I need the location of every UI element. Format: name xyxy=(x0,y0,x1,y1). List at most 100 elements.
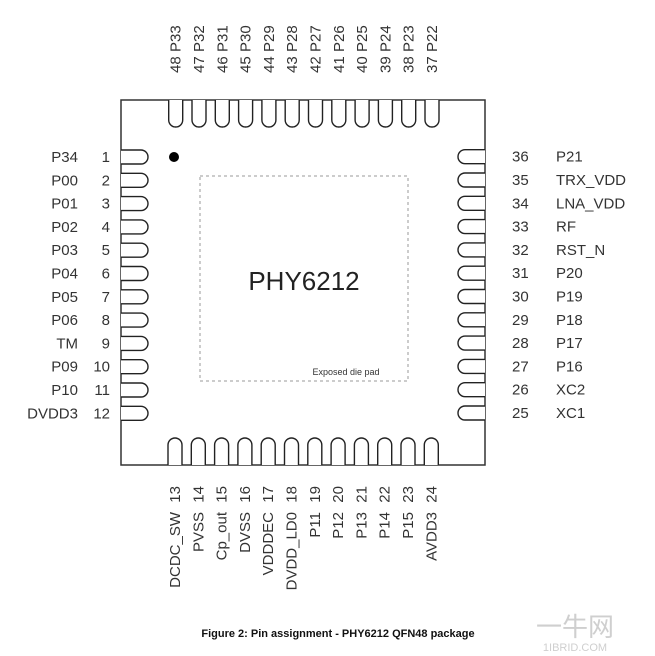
pin-pad xyxy=(283,437,300,465)
pin-pad xyxy=(237,100,254,128)
pin-number: 31 xyxy=(512,265,529,282)
pin-pad xyxy=(260,437,276,465)
pin-number: 3 xyxy=(102,196,110,213)
pin-number: 20 xyxy=(330,486,347,503)
pin-number: 29 xyxy=(512,312,529,329)
pin-name: RF xyxy=(556,219,576,236)
pin-number: 14 xyxy=(190,486,207,503)
pin-pad xyxy=(457,358,485,375)
pin-number: 18 xyxy=(284,486,301,503)
pin-number: 44 xyxy=(261,56,278,73)
pin-pad xyxy=(457,265,485,281)
pin-number: 23 xyxy=(400,486,417,503)
pin-pad xyxy=(121,172,149,188)
pin-number: 27 xyxy=(512,358,529,375)
pin-pad xyxy=(400,437,416,465)
pin-number: 30 xyxy=(512,289,529,306)
pin-pad xyxy=(213,437,230,465)
die-pad-label: Exposed die pad xyxy=(312,367,379,377)
pin-name: LNA_VDD xyxy=(556,195,625,212)
pin-number: 12 xyxy=(93,405,110,422)
pin-name: TRX_VDD xyxy=(556,172,626,189)
pin-name: P04 xyxy=(51,266,78,283)
pin-number: 38 xyxy=(401,56,418,73)
pin-name: P10 xyxy=(51,382,78,399)
watermark-domain: 1IBRID.COM xyxy=(543,642,607,654)
pin-pad xyxy=(121,335,149,352)
pin-number: 24 xyxy=(423,486,440,503)
pin-name: P01 xyxy=(51,196,78,213)
pin-name: P27 xyxy=(308,25,325,52)
pin-number: 15 xyxy=(214,486,231,503)
pin-number: 1 xyxy=(102,149,110,166)
pin-number: 32 xyxy=(512,242,529,259)
pin-number: 2 xyxy=(102,172,110,189)
pin-name: P24 xyxy=(377,25,394,52)
pin-number: 40 xyxy=(354,56,371,73)
pin-pad xyxy=(457,288,485,305)
pin-pad xyxy=(401,100,417,128)
pin-pad xyxy=(284,100,300,128)
pin-number: 21 xyxy=(353,486,370,503)
pin-number: 10 xyxy=(93,359,110,376)
pin-name: P29 xyxy=(261,25,278,52)
pin-name: DVDD_LD0 xyxy=(284,512,301,590)
pin-name: P22 xyxy=(424,25,441,52)
pin-name: P13 xyxy=(353,512,370,539)
pin-pad xyxy=(121,289,149,305)
pin-number: 4 xyxy=(102,219,110,236)
package-body xyxy=(120,99,486,466)
pin-number: 22 xyxy=(377,486,394,503)
pin-name: P18 xyxy=(556,312,583,329)
pin-number: 41 xyxy=(331,56,348,73)
pin-name: RST_N xyxy=(556,242,605,259)
pin-name: TM xyxy=(56,335,78,352)
pin-number: 46 xyxy=(214,56,231,73)
pin-pad xyxy=(423,437,439,465)
pin-name: P26 xyxy=(331,25,348,52)
pin-number: 34 xyxy=(512,195,529,212)
pin-name: P28 xyxy=(284,25,301,52)
pin-pad xyxy=(121,149,149,165)
pin-name: VDDDEC xyxy=(260,512,277,576)
pin-name: P15 xyxy=(400,512,417,539)
pin-name: P23 xyxy=(401,25,418,52)
pin-name: P11 xyxy=(307,512,324,538)
pin-name: P19 xyxy=(556,289,583,306)
pin-number: 42 xyxy=(308,56,325,73)
pin-pad xyxy=(330,437,346,465)
pin-name: P34 xyxy=(51,149,78,166)
pin-pad xyxy=(237,437,253,465)
pin-pad xyxy=(307,437,323,465)
pin-pad xyxy=(167,437,183,465)
pin-name: P31 xyxy=(214,25,231,52)
pin-name: P12 xyxy=(330,512,347,539)
pin-pad xyxy=(121,405,149,421)
pin-name: P32 xyxy=(191,25,208,52)
pin-name: P14 xyxy=(377,512,394,539)
pin-pad xyxy=(190,437,206,465)
pin-name: AVDD3 xyxy=(423,512,440,561)
pin-number: 33 xyxy=(512,219,529,236)
pin-pad xyxy=(121,195,149,212)
pin-pad xyxy=(121,312,149,328)
pin-name: P02 xyxy=(51,219,78,236)
figure-caption: Figure 2: Pin assignment - PHY6212 QFN48… xyxy=(201,628,474,640)
pin-name: XC2 xyxy=(556,382,585,399)
pin-pad xyxy=(457,335,485,351)
pin-number: 48 xyxy=(168,56,185,73)
pin-pad xyxy=(354,100,370,128)
pin-number: 36 xyxy=(512,149,529,166)
pin-pad xyxy=(377,437,393,465)
pin-name: P33 xyxy=(168,25,185,52)
pin-name: P20 xyxy=(556,265,583,282)
pin-number: 19 xyxy=(307,486,324,503)
pin-number: 39 xyxy=(377,56,394,73)
pin-pad xyxy=(121,219,149,235)
pin-name: P09 xyxy=(51,359,78,376)
pin-pad xyxy=(457,149,485,165)
pin-number: 35 xyxy=(512,172,529,189)
pin-number: 9 xyxy=(102,335,110,352)
pin-pad xyxy=(168,100,184,128)
